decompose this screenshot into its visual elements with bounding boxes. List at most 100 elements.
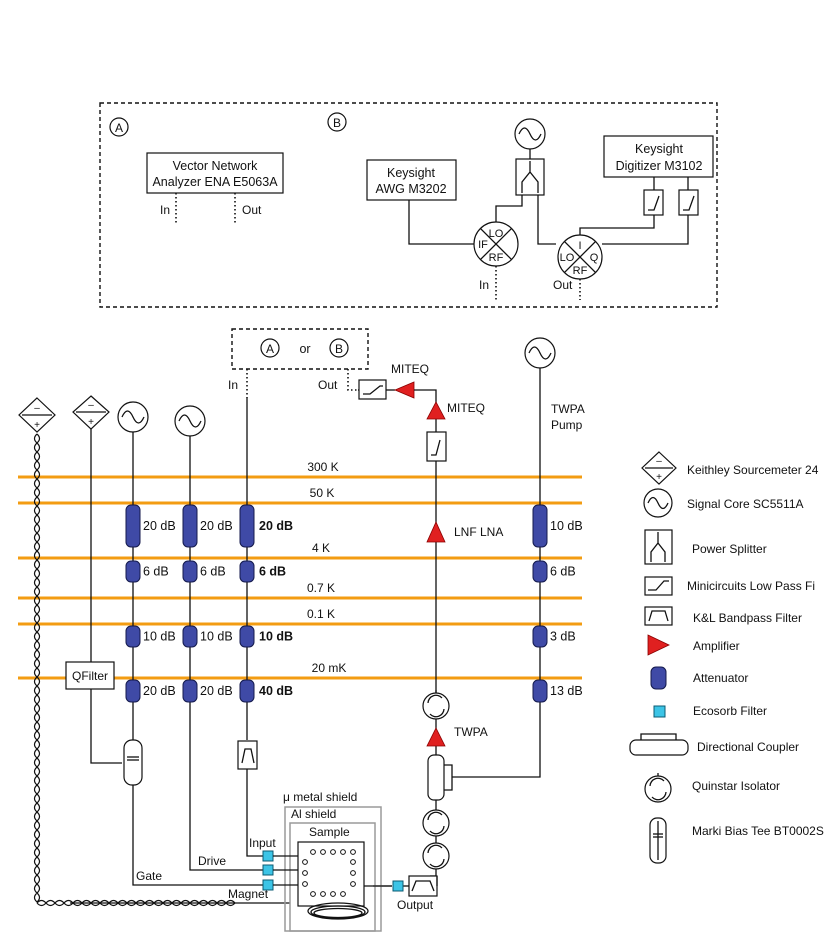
attenuator-label: 3 dB xyxy=(550,630,576,644)
attenuator-label: 10 dB xyxy=(200,630,233,644)
attenuator-label: 20 dB xyxy=(200,519,233,533)
output-label: Output xyxy=(397,898,434,912)
label-b: B xyxy=(333,116,341,130)
selector-or: or xyxy=(299,342,310,356)
attenuator xyxy=(125,504,141,548)
selector-out-label: Out xyxy=(318,378,338,392)
sample-pad xyxy=(330,849,336,855)
pump-label-1: TWPA xyxy=(551,402,585,416)
attenuator-label: 20 dB xyxy=(200,684,233,698)
b-in-label: In xyxy=(479,278,489,292)
ecosorb-gate xyxy=(262,879,274,891)
attenuator xyxy=(532,625,548,648)
attenuator-label: 10 dB xyxy=(143,630,176,644)
sample-pad xyxy=(350,849,356,855)
sample-pad xyxy=(340,891,346,897)
splitter-to-mixer1 xyxy=(495,195,523,226)
pump-signal-generator-icon xyxy=(524,337,556,369)
attenuator-label: 13 dB xyxy=(550,684,583,698)
drive-line xyxy=(189,436,266,871)
mixer1-rf: RF xyxy=(489,252,504,264)
attenuator xyxy=(125,679,141,703)
lnf-label: LNF LNA xyxy=(454,525,503,539)
sample-pad xyxy=(350,870,356,876)
attenuator xyxy=(532,504,548,548)
sample-pad xyxy=(340,849,346,855)
power-splitter-icon xyxy=(644,529,673,565)
lnf-amplifier xyxy=(426,521,446,543)
label-a-circle xyxy=(109,117,129,137)
attenuator-label: 6 dB xyxy=(550,565,576,579)
bias-tee-icon xyxy=(649,817,667,864)
ecosorb-output xyxy=(392,880,404,892)
svg-text:+: + xyxy=(34,420,40,431)
sample-pad xyxy=(350,859,356,865)
attenuator xyxy=(239,625,255,648)
attenuator-label: 10 dB xyxy=(550,519,583,533)
isolator-3 xyxy=(422,842,450,870)
drive-signal-generator-icon xyxy=(174,405,206,437)
b-out-label: Out xyxy=(553,278,573,292)
low-pass-filter-icon xyxy=(358,379,387,400)
attenuator xyxy=(182,504,198,548)
legend-label-5: Amplifier xyxy=(693,639,740,653)
low-pass-filter-icon xyxy=(644,576,673,596)
sample-pad xyxy=(310,849,316,855)
miteq-amplifier-2 xyxy=(426,401,446,420)
signal-generator-icon xyxy=(643,488,673,518)
vna-out-label: Out xyxy=(242,203,262,217)
selector-box xyxy=(231,328,369,370)
sample-pad xyxy=(302,881,308,887)
digitizer-filter-1 xyxy=(643,189,664,216)
attenuator xyxy=(239,679,255,703)
legend-label-2: Power Splitter xyxy=(692,542,767,556)
svg-text:–: – xyxy=(34,403,40,414)
legend-label-9: Quinstar Isolator xyxy=(692,779,780,793)
sample-label: Sample xyxy=(309,825,350,839)
attenuator-label: 6 dB xyxy=(143,565,169,579)
ecosorb-drive xyxy=(262,864,274,876)
vna-label-1: Vector Network xyxy=(173,159,259,173)
attenuator xyxy=(182,560,198,583)
selector-a: A xyxy=(266,342,274,356)
sourcemeter-2-icon: – + xyxy=(72,395,110,430)
pump-label-2: Pump xyxy=(551,418,583,432)
qfilter-box xyxy=(65,661,115,690)
sample-pad xyxy=(330,891,336,897)
attenuator xyxy=(239,504,255,548)
svg-text:+: + xyxy=(88,417,94,428)
input-bandpass-icon xyxy=(237,740,258,770)
vna-in-label: In xyxy=(160,203,170,217)
miteq-bottom-label: MITEQ xyxy=(447,401,485,415)
attenuator xyxy=(182,679,198,703)
output-line xyxy=(430,396,437,877)
isolator-icon xyxy=(644,773,672,803)
attenuator-label: 6 dB xyxy=(200,565,226,579)
amplifier-icon xyxy=(647,634,670,656)
directional-coupler-icon xyxy=(629,733,689,756)
mu-metal-label: μ metal shield xyxy=(283,790,357,804)
vna-label-2: Analyzer ENA E5063A xyxy=(152,175,278,189)
legend: – + Keithley Sourcemeter 24 Signal Core … xyxy=(629,451,824,864)
selector-in-label: In xyxy=(228,378,238,392)
digitizer-box xyxy=(603,135,714,178)
i-wire xyxy=(579,215,655,235)
qfilter-label: QFilter xyxy=(72,669,108,683)
sample-pad xyxy=(320,891,326,897)
mixer1-if: IF xyxy=(478,239,488,251)
bias-tee-icon xyxy=(123,739,143,786)
stage-label: 300 K xyxy=(307,460,338,474)
legend-label-8: Directional Coupler xyxy=(697,740,799,754)
vna-box xyxy=(146,152,284,194)
attenuator xyxy=(532,679,548,703)
gate-signal-generator-icon xyxy=(117,401,149,433)
twpa-amplifier xyxy=(426,727,446,747)
sourcemeter-icon: – + xyxy=(641,451,677,485)
directional-coupler-icon xyxy=(427,754,445,801)
svg-text:–: – xyxy=(88,400,94,411)
selector-b: B xyxy=(335,342,343,356)
legend-label-7: Ecosorb Filter xyxy=(693,704,767,718)
sample-pad xyxy=(350,881,356,887)
magnet-twisted-wire xyxy=(37,440,70,903)
legend-label-4: K&L Bandpass Filter xyxy=(693,611,802,625)
